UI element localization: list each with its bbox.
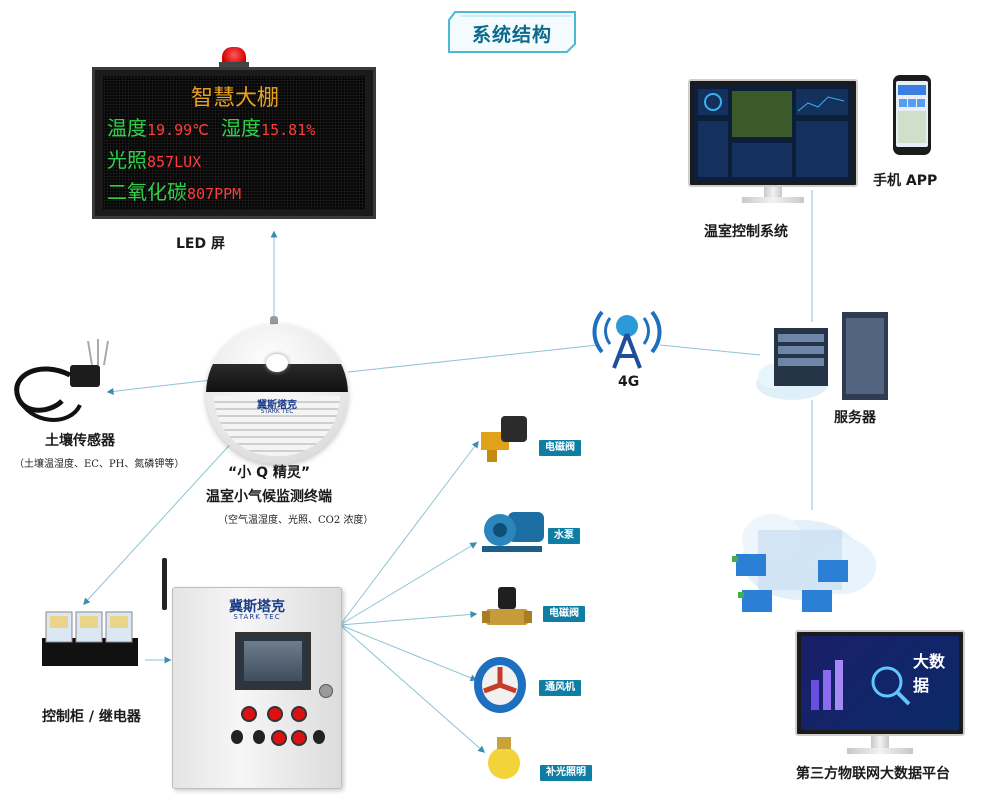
cabinet-screen: [235, 632, 311, 690]
terminal-note: （空气温湿度、光照、CO2 浓度）: [218, 515, 374, 526]
red-button-icon: [269, 708, 281, 720]
actuator-tag-valve-2: 电磁阀: [543, 606, 585, 622]
light-bulb-icon: [488, 737, 520, 779]
actuator-tag-fan: 通风机: [539, 680, 581, 696]
led-humidity-value: 15.81%: [261, 121, 316, 139]
soil-sensor-icon: [14, 339, 109, 422]
line-cab-act1: [339, 440, 479, 626]
led-label: LED 屏: [176, 236, 225, 252]
line-cab-act4: [339, 624, 478, 682]
warning-light-base: [219, 62, 249, 68]
cabinet-brand: 冀斯塔克: [229, 599, 285, 615]
platform-graphic: [811, 660, 911, 710]
ventilation-fan-icon: [474, 657, 526, 713]
led-line-co2: 二氧化碳807PPM: [107, 176, 241, 205]
actuator-tag-light: 补光照明: [540, 765, 592, 781]
monitoring-terminal: 冀斯塔克 STARK TEC: [206, 324, 348, 464]
platform-screen: 大数据: [801, 636, 959, 730]
control-system-monitor: [688, 79, 858, 205]
control-cabinet: 冀斯塔克 STARK TEC: [172, 587, 342, 789]
led-co2-value: 807PPM: [187, 185, 242, 203]
hanging-hook-icon: [270, 316, 278, 326]
actuator-tag-valve-1: 电磁阀: [539, 440, 581, 456]
title-frame: [448, 11, 576, 53]
led-line-title: 智慧大棚: [191, 86, 280, 111]
soil-note: （土壤温湿度、EC、PH、氮磷钾等）: [14, 459, 185, 470]
platform-label: 第三方物联网大数据平台: [796, 766, 950, 782]
phone-label: 手机 APP: [873, 173, 938, 189]
switch-icon: [313, 730, 325, 744]
line-4g-server: [659, 344, 761, 356]
switch-icon: [253, 730, 265, 744]
led-line-light: 光照857LUX: [107, 144, 201, 173]
terminal-brand-sub: STARK TEC: [260, 408, 294, 415]
relay-icon: [42, 611, 138, 666]
switch-icon: [231, 730, 243, 744]
terminal-label: 温室小气候监测终端: [206, 489, 332, 505]
terminal-name: “小 Q 精灵”: [228, 465, 311, 481]
led-line-temp-humidity: 温度19.99℃ 湿度15.81%: [107, 112, 315, 141]
light-sensor-icon: [266, 354, 288, 372]
led-display: 智慧大棚 温度19.99℃ 湿度15.81% 光照857LUX 二氧化碳807P…: [92, 67, 376, 219]
soil-label: 土壤传感器: [45, 433, 115, 449]
line-cab-act2: [339, 542, 478, 626]
led-light-label: 光照: [107, 148, 147, 172]
red-button-icon: [243, 708, 255, 720]
red-button-icon: [293, 732, 305, 744]
line-terminal-cabinet: [83, 437, 237, 606]
actuator-tag-pump: 水泵: [548, 528, 580, 544]
line-terminal-soil: [106, 379, 213, 395]
led-screen: 智慧大棚 温度19.99℃ 湿度15.81% 光照857LUX 二氧化碳807P…: [103, 76, 365, 210]
led-temp-label: 温度: [107, 116, 147, 140]
line-cab-act3: [339, 610, 478, 626]
phone-icon: [893, 75, 931, 155]
server-label: 服务器: [834, 410, 876, 426]
page-title: 系统结构: [471, 24, 552, 46]
line-cab-act5: [339, 624, 486, 753]
antenna-icon: [162, 558, 167, 610]
water-pump-icon: [482, 512, 544, 552]
cabinet-label: 控制柜 / 继电器: [42, 709, 141, 725]
led-light-value: 857LUX: [147, 153, 202, 171]
solenoid-valve-brass-icon: [482, 587, 532, 625]
platform-monitor: 大数据: [795, 630, 965, 760]
led-temp-value: 19.99℃: [147, 121, 209, 139]
control-system-label: 温室控制系统: [704, 224, 788, 240]
key-lock-icon: [319, 684, 333, 698]
dashboard-screen: [694, 85, 852, 181]
title-box: 系统结构: [447, 10, 577, 54]
4g-tower-icon: [592, 310, 662, 369]
red-button-icon: [273, 732, 285, 744]
terminal-brand: 冀斯塔克: [257, 400, 297, 411]
network-label: 4G: [618, 374, 640, 390]
server-icon: [756, 312, 888, 400]
phone-screen: [896, 81, 928, 147]
solenoid-valve-icon: [481, 416, 527, 462]
led-humidity-label: 湿度: [221, 116, 262, 140]
led-co2-label: 二氧化碳: [107, 180, 187, 204]
red-button-icon: [293, 708, 305, 720]
cloud-network-icon: [732, 514, 876, 612]
cabinet-brand-sub: STARK TEC: [233, 613, 281, 621]
dashboard-graphic: [698, 89, 848, 177]
line-terminal-4g: [347, 344, 599, 373]
platform-screen-text: 大数据: [913, 652, 946, 695]
